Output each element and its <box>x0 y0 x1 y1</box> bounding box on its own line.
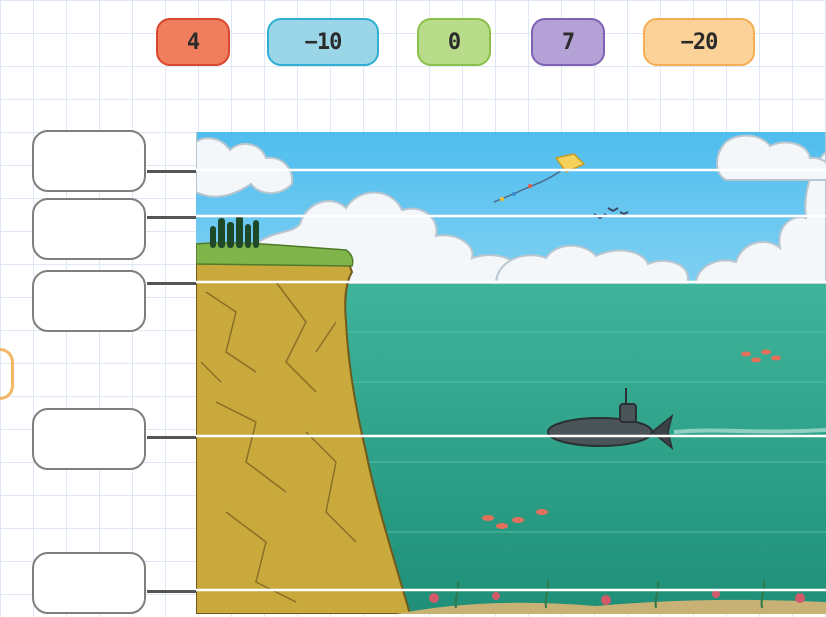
answer-box-1[interactable] <box>32 130 146 192</box>
number-tile-0[interactable]: 0 <box>417 18 491 66</box>
answer-box-4[interactable] <box>32 408 146 470</box>
answer-box-3[interactable] <box>32 270 146 332</box>
leader-line-5 <box>147 590 197 593</box>
leader-line-1 <box>147 170 197 173</box>
number-tile-minus-10[interactable]: −10 <box>267 18 379 66</box>
answer-box-2[interactable] <box>32 198 146 260</box>
leader-line-4 <box>147 436 197 439</box>
side-tab <box>0 348 14 400</box>
sea-cliff-scene <box>196 132 826 614</box>
leader-line-2 <box>147 216 197 219</box>
number-tile-minus-20[interactable]: −20 <box>643 18 755 66</box>
leader-line-3 <box>147 282 197 285</box>
number-tile-4[interactable]: 4 <box>156 18 230 66</box>
number-tile-7[interactable]: 7 <box>531 18 605 66</box>
scene-illustration <box>196 132 826 614</box>
number-tile-row: 4 −10 0 7 −20 <box>0 0 826 90</box>
answer-box-5[interactable] <box>32 552 146 614</box>
